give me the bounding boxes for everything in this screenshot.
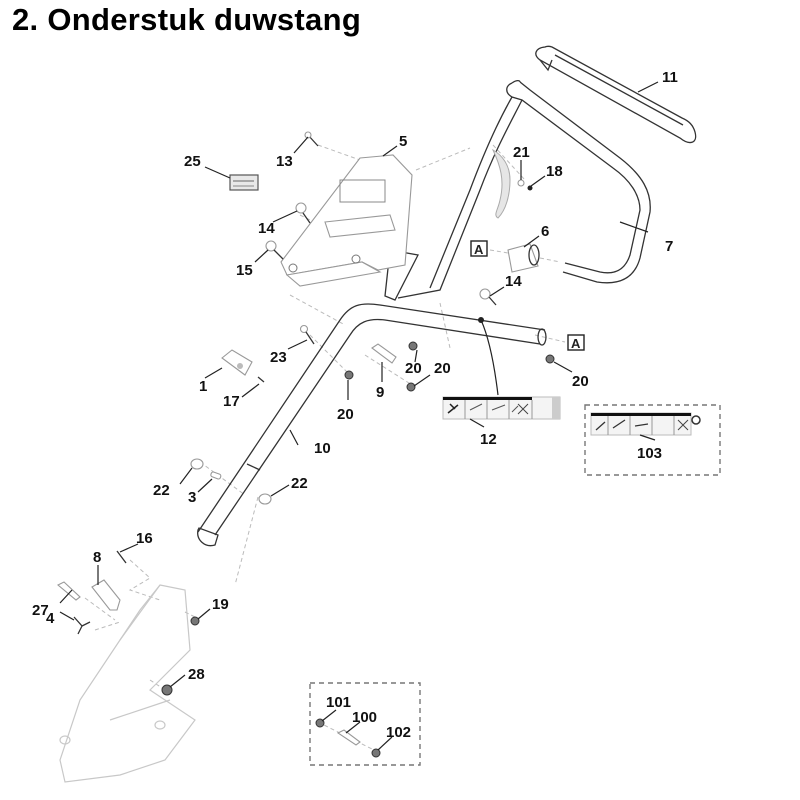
nut-20-b <box>344 370 354 380</box>
callout-13[interactable]: 13 <box>276 153 293 170</box>
callout-16[interactable]: 16 <box>136 530 153 547</box>
callout-6[interactable]: 6 <box>541 223 549 240</box>
callout-4[interactable]: 4 <box>46 610 55 627</box>
callout-8[interactable]: 8 <box>93 549 101 566</box>
callout-1[interactable]: 1 <box>199 378 207 395</box>
callout-labels: 11 7 5 13 25 14 15 21 18 6 14 23 1 17 9 … <box>32 69 678 741</box>
callout-18[interactable]: 18 <box>546 163 563 180</box>
hardware <box>57 131 555 696</box>
callout-9[interactable]: 9 <box>376 384 384 401</box>
part-6-sleeve[interactable] <box>507 243 540 273</box>
optional-kit-103-box <box>584 404 721 476</box>
part-12-decal[interactable] <box>442 396 561 420</box>
callout-7[interactable]: 7 <box>665 238 673 255</box>
callout-14-upper[interactable]: 14 <box>258 220 275 237</box>
callout-22-left[interactable]: 22 <box>153 482 170 499</box>
svg-text:A: A <box>474 242 484 257</box>
callout-101[interactable]: 101 <box>326 694 351 711</box>
callout-23[interactable]: 23 <box>270 349 287 366</box>
callout-20-c[interactable]: 20 <box>337 406 354 423</box>
nut-20-a <box>408 341 418 351</box>
lower-bracket-ghost <box>59 584 196 783</box>
callout-102[interactable]: 102 <box>386 724 411 741</box>
callout-103[interactable]: 103 <box>637 445 662 462</box>
callout-5[interactable]: 5 <box>399 133 407 150</box>
callout-20-a[interactable]: 20 <box>405 360 422 377</box>
callout-3[interactable]: 3 <box>188 489 196 506</box>
part-5-cover[interactable] <box>280 154 413 287</box>
reference-marker-a-1: A <box>470 240 488 257</box>
callout-25[interactable]: 25 <box>184 153 201 170</box>
nut-20-d <box>545 354 555 364</box>
callout-11[interactable]: 11 <box>662 69 678 86</box>
callout-28[interactable]: 28 <box>188 666 205 683</box>
callout-12[interactable]: 12 <box>480 431 497 448</box>
callout-10[interactable]: 10 <box>314 440 331 457</box>
part-25-decal[interactable] <box>229 174 259 191</box>
callout-19[interactable]: 19 <box>212 596 229 613</box>
leader-lines <box>59 81 659 751</box>
optional-kit-100-box <box>309 682 421 766</box>
nut-20-c <box>406 382 416 392</box>
callout-100[interactable]: 100 <box>352 709 377 726</box>
cable-lever <box>491 148 511 219</box>
part-11-grip[interactable] <box>535 45 697 144</box>
callout-20-b[interactable]: 20 <box>434 360 451 377</box>
reference-marker-a-2: A <box>567 334 585 351</box>
callout-21[interactable]: 21 <box>513 144 530 161</box>
page-title: 2. Onderstuk duwstang <box>12 2 362 37</box>
callout-20-d[interactable]: 20 <box>572 373 589 390</box>
callout-14-right[interactable]: 14 <box>505 273 522 290</box>
callout-17[interactable]: 17 <box>223 393 240 410</box>
part-7-upper-handle[interactable] <box>384 79 651 301</box>
callout-15[interactable]: 15 <box>236 262 253 279</box>
part-10-lower-tube[interactable] <box>197 303 547 547</box>
callout-27[interactable]: 27 <box>32 602 49 619</box>
svg-text:A: A <box>571 336 581 351</box>
callout-22-right[interactable]: 22 <box>291 475 308 492</box>
